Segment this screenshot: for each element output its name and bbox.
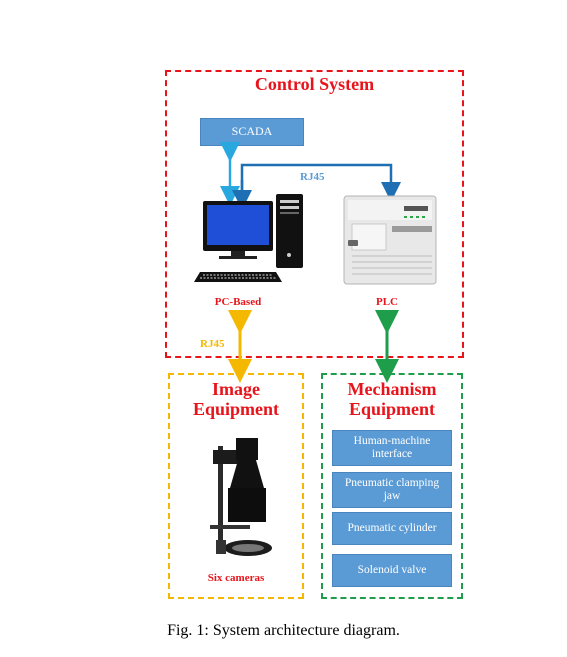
mechanism-equipment-box (321, 373, 463, 599)
mechanism-item-cylinder: Pneumatic cylinder (332, 512, 452, 545)
mechanism-item-solenoid-valve: Solenoid valve (332, 554, 452, 587)
rj45-left-label: RJ45 (200, 338, 225, 350)
pc-label: PC-Based (214, 296, 262, 308)
image-equipment-title: Image Equipment (168, 379, 304, 420)
rj45-top-label: RJ45 (300, 171, 325, 183)
control-system-box (165, 70, 464, 358)
mechanism-item-hmi: Human-machine interface (332, 430, 452, 466)
mechanism-item-clamping-jaw: Pneumatic clamping jaw (332, 472, 452, 508)
six-cameras-label: Six cameras (207, 572, 265, 584)
plc-label: PLC (376, 296, 398, 308)
figure-caption: Fig. 1: System architecture diagram. (167, 622, 400, 639)
control-system-title: Control System (254, 74, 375, 94)
image-equipment-title-line1: Image (212, 379, 260, 399)
image-equipment-title-line2: Equipment (192, 398, 280, 419)
mechanism-equipment-title: Mechanism Equipment (321, 379, 463, 420)
scada-box: SCADA (200, 118, 304, 146)
mechanism-equipment-title-line1: Mechanism (347, 379, 437, 399)
image-equipment-box (168, 373, 304, 599)
mechanism-equipment-title-line2: Equipment (348, 398, 436, 419)
